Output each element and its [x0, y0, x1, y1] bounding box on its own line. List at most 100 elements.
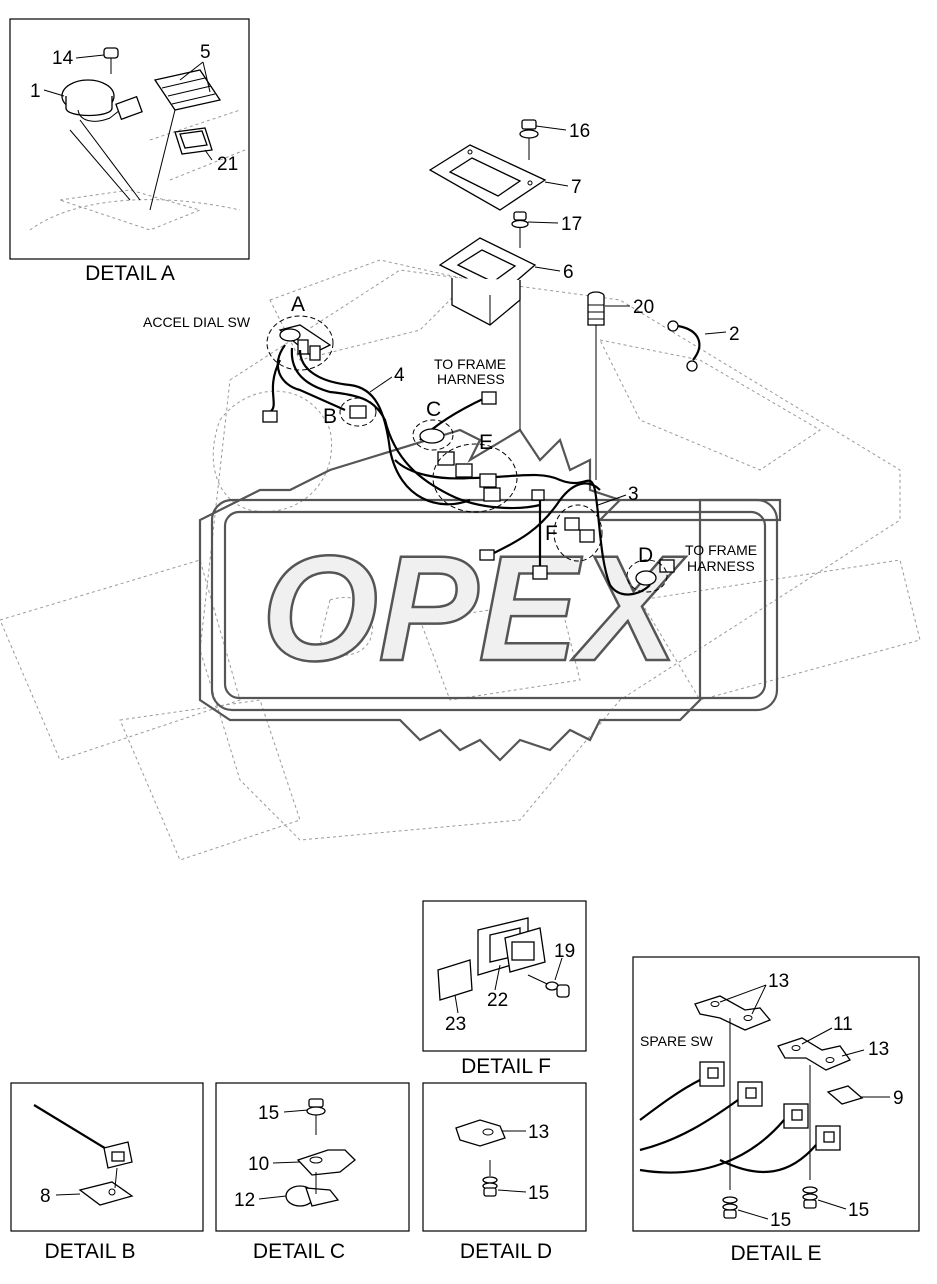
- bolt-icon: [511, 211, 529, 248]
- callout-4: 4: [394, 365, 405, 386]
- detail-f-panel: 19 22 23 DETAIL F: [422, 900, 587, 1078]
- switch-icon: [737, 1081, 763, 1107]
- watermark-logo: OPEX: [198, 428, 782, 762]
- callout-22: 22: [487, 990, 508, 1011]
- letter-a: A: [291, 293, 305, 316]
- callout-19: 19: [554, 941, 575, 962]
- clamp-icon: [285, 1185, 340, 1207]
- letter-f: F: [545, 522, 558, 545]
- detail-a-title: DETAIL A: [85, 262, 175, 285]
- detail-d-panel: 13 15 DETAIL D: [422, 1082, 587, 1263]
- detail-a-panel: 14 5 1 21 DETAIL A: [9, 18, 250, 285]
- callout-20: 20: [633, 297, 654, 318]
- detail-e-panel: 13 11 13 9 15 15 SPARE SW DETAIL E: [632, 956, 920, 1265]
- clip-icon: [826, 1085, 864, 1105]
- callout-15: 15: [848, 1200, 869, 1221]
- detail-d-title: DETAIL D: [460, 1240, 552, 1263]
- letter-d: D: [638, 544, 653, 567]
- callout-15: 15: [258, 1103, 279, 1124]
- to-frame-label-2: TO FRAME: [685, 542, 757, 558]
- letter-e: E: [479, 431, 493, 454]
- connector-icon: [483, 487, 501, 502]
- connector-icon: [659, 559, 675, 573]
- watermark-text: OPEX: [262, 524, 687, 692]
- detail-b-title: DETAIL B: [44, 1240, 135, 1263]
- switch-icon: [815, 1125, 841, 1151]
- callout-11: 11: [833, 1014, 853, 1035]
- bolt-icon: [306, 1098, 326, 1135]
- bracket-icon: [455, 1119, 506, 1147]
- housing-icon: [438, 237, 537, 430]
- bolt-icon: [802, 1186, 818, 1209]
- to-frame-label-1: TO FRAME: [434, 356, 506, 372]
- clamp-icon: [635, 570, 657, 586]
- callout-13: 13: [868, 1039, 889, 1060]
- callout-14: 14: [52, 48, 74, 69]
- connector-icon: [262, 410, 278, 423]
- switch-icon: [174, 127, 213, 155]
- main-assembly: 16 7 17 6 20 2 4 3 A B C E F D ACCEL DIA…: [143, 119, 757, 596]
- accel-dial-icon: [61, 79, 143, 201]
- label-icon: [437, 959, 473, 1001]
- switch-icon: [783, 1103, 809, 1129]
- connector-icon: [455, 463, 473, 478]
- screw-icon: [103, 47, 119, 74]
- connector-icon: [564, 517, 580, 531]
- callout-15: 15: [770, 1210, 791, 1231]
- callout-5: 5: [200, 42, 211, 63]
- detail-c-panel: 15 10 12 DETAIL C: [215, 1082, 410, 1263]
- callout-1: 1: [30, 81, 41, 102]
- callout-2: 2: [729, 324, 740, 345]
- detail-c-title: DETAIL C: [253, 1240, 345, 1263]
- connector-icon: [479, 473, 497, 488]
- connector-icon: [481, 391, 497, 405]
- accel-dial-sw-icon: [278, 324, 332, 361]
- switch-icon: [699, 1061, 725, 1087]
- callout-13: 13: [528, 1122, 549, 1143]
- letter-c: C: [426, 398, 441, 421]
- bolt-icon: [722, 1196, 738, 1219]
- detail-b-circle: [339, 397, 377, 427]
- callout-8: 8: [40, 1186, 51, 1207]
- connector-icon: [103, 1141, 133, 1169]
- detail-d-circle: [626, 559, 668, 593]
- switch-panel-icon: [477, 917, 546, 976]
- bracket-icon: [694, 995, 772, 1031]
- callout-12: 12: [234, 1190, 255, 1211]
- callout-16: 16: [569, 121, 590, 142]
- connector-icon: [437, 451, 455, 466]
- detail-b-panel: 8 DETAIL B: [10, 1082, 204, 1263]
- console-outline: [0, 259, 921, 861]
- harness-label-1: HARNESS: [437, 371, 505, 387]
- detail-f-circle: [553, 504, 603, 562]
- callout-7: 7: [571, 177, 582, 198]
- letter-b: B: [323, 405, 337, 428]
- bolt-icon: [519, 119, 539, 160]
- bracket-icon: [78, 1181, 134, 1206]
- callout-13: 13: [768, 971, 789, 992]
- connector-icon: [349, 405, 367, 419]
- screw-icon: [527, 974, 570, 998]
- connector-icon: [479, 549, 495, 561]
- detail-c-circle: [412, 419, 454, 451]
- detail-e-circle: [432, 443, 518, 513]
- connector-icon: [532, 565, 548, 580]
- plug-icon: [587, 291, 605, 480]
- cover-plate-icon: [428, 144, 547, 211]
- callout-21: 21: [217, 154, 238, 175]
- callout-15: 15: [528, 1183, 549, 1204]
- callout-6: 6: [563, 262, 574, 283]
- callout-10: 10: [248, 1154, 269, 1175]
- ground-wire-icon: [667, 320, 701, 372]
- callout-17: 17: [561, 214, 582, 235]
- accel-dial-label: ACCEL DIAL SW: [143, 314, 251, 330]
- detail-e-title: DETAIL E: [730, 1242, 821, 1265]
- connector-icon: [579, 529, 595, 543]
- bracket-icon: [296, 1149, 356, 1176]
- label-plate-icon: [149, 69, 222, 211]
- clamp-icon: [419, 428, 445, 444]
- spare-sw-label: SPARE SW: [640, 1033, 714, 1049]
- bolt-icon: [482, 1160, 498, 1197]
- callout-9: 9: [893, 1088, 904, 1109]
